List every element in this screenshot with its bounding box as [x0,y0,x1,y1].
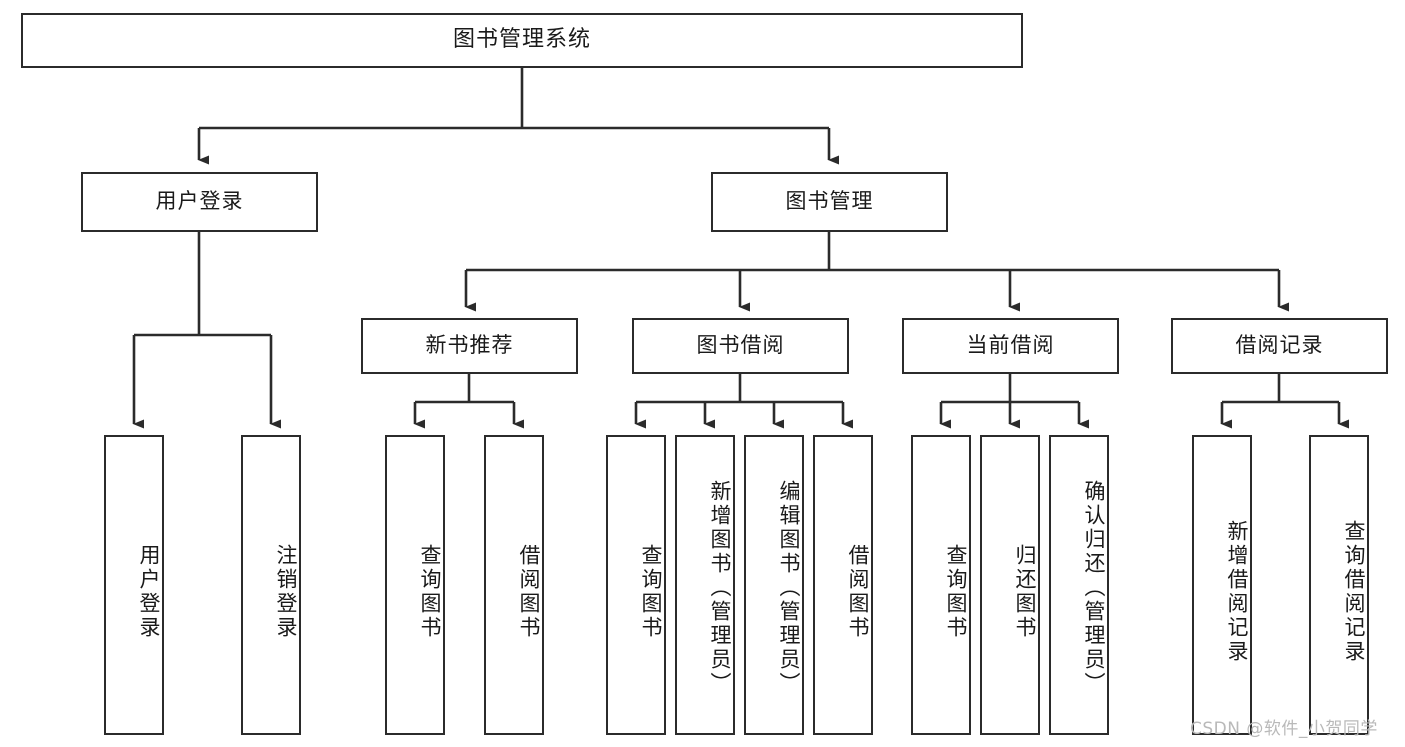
leaf-current-borrow-query[interactable]: 查询图书 [911,435,971,735]
leaf-book-borrow-edit[interactable]: 编辑图书（管理员） [744,435,804,735]
node-root-system[interactable]: 图书管理系统 [21,13,1023,68]
leaf-book-borrow-borrow[interactable]: 借阅图书 [813,435,873,735]
leaf-user-login-logout[interactable]: 注销登录 [241,435,301,735]
leaf-new-book-query[interactable]: 查询图书 [385,435,445,735]
watermark-text: CSDN @软件_小贺同学 [1190,719,1378,739]
node-current-borrow[interactable]: 当前借阅 [902,318,1119,374]
node-new-book-recommend[interactable]: 新书推荐 [361,318,578,374]
node-book-management[interactable]: 图书管理 [711,172,948,232]
leaf-user-login-login[interactable]: 用户登录 [104,435,164,735]
leaf-current-borrow-confirm-return[interactable]: 确认归还（管理员） [1049,435,1109,735]
leaf-current-borrow-return[interactable]: 归还图书 [980,435,1040,735]
leaf-new-book-borrow[interactable]: 借阅图书 [484,435,544,735]
node-borrow-record[interactable]: 借阅记录 [1171,318,1388,374]
leaf-book-borrow-query[interactable]: 查询图书 [606,435,666,735]
node-book-borrow[interactable]: 图书借阅 [632,318,849,374]
leaf-book-borrow-add[interactable]: 新增图书（管理员） [675,435,735,735]
leaf-borrow-record-query[interactable]: 查询借阅记录 [1309,435,1369,735]
node-user-login[interactable]: 用户登录 [81,172,318,232]
leaf-borrow-record-add[interactable]: 新增借阅记录 [1192,435,1252,735]
